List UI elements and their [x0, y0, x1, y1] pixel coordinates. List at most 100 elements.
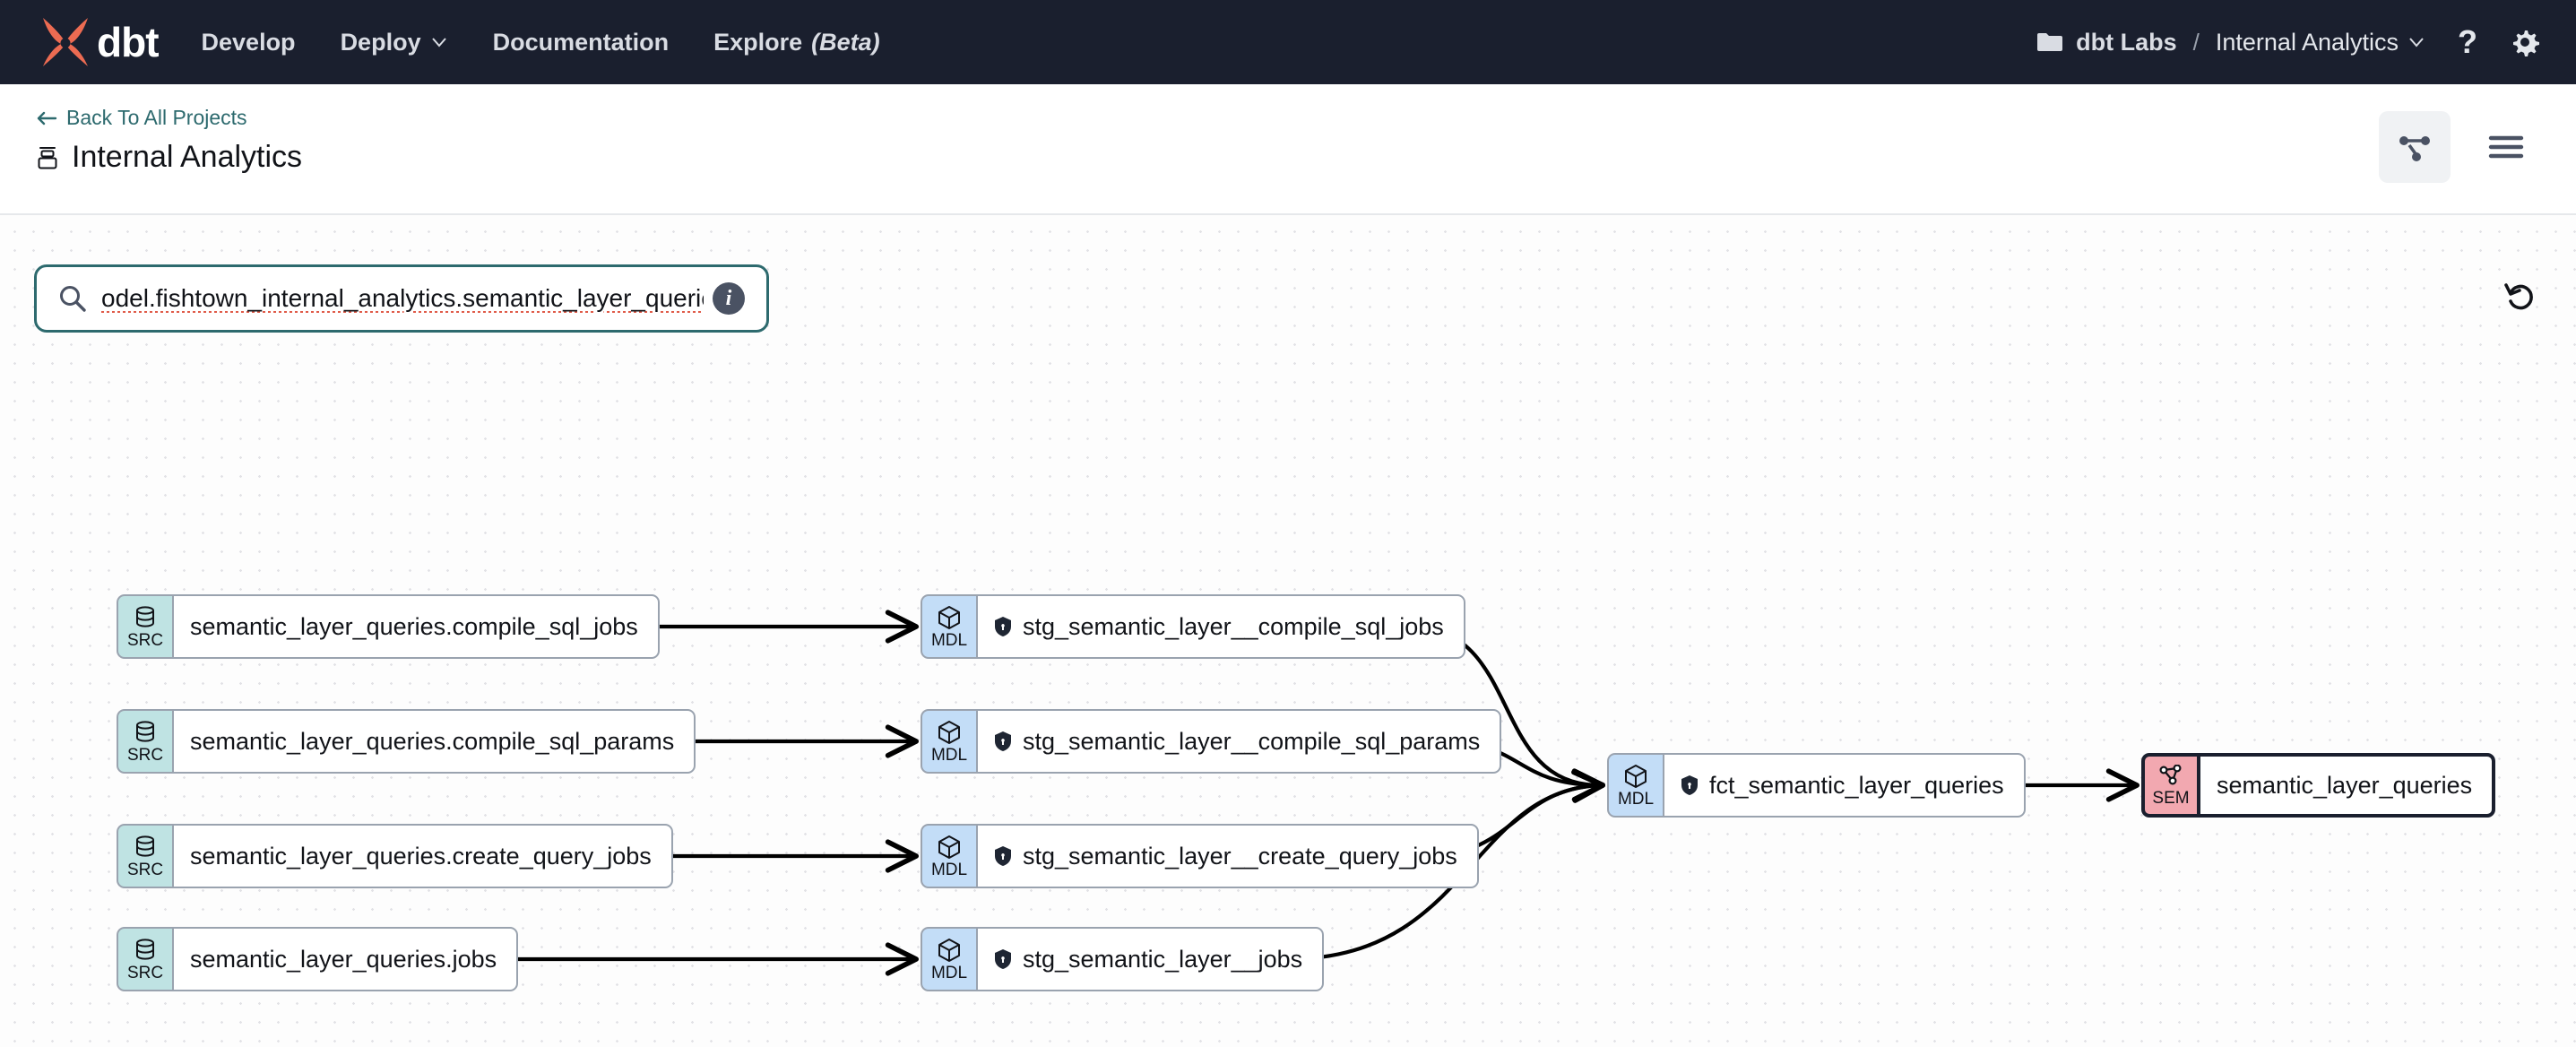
node-type-badge-src: SRC	[117, 824, 172, 888]
node-label: semantic_layer_queries	[2217, 771, 2473, 799]
beta-badge: (Beta)	[811, 28, 880, 56]
nav-item-develop[interactable]: Develop	[202, 29, 296, 56]
cube-icon	[938, 938, 960, 962]
brand-text: dbt	[97, 19, 160, 65]
top-navigation-bar: dbt Develop Deploy Documentation Explore…	[0, 0, 2576, 84]
breadcrumb-separator: /	[2192, 28, 2200, 56]
node-label: semantic_layer_queries.create_query_jobs	[190, 842, 652, 870]
badge-label: MDL	[930, 630, 968, 650]
database-icon	[136, 938, 154, 960]
nav-item-explore[interactable]: Explore (Beta)	[713, 29, 880, 56]
project-name: Internal Analytics	[2215, 28, 2399, 56]
lineage-node-sem-semantic-layer-queries[interactable]: SEM semantic_layer_queries	[2141, 753, 2496, 818]
folder-icon	[2037, 33, 2063, 51]
shield-icon	[1681, 775, 1698, 795]
semantic-graph-icon	[2159, 764, 2182, 785]
database-icon	[136, 605, 154, 627]
cube-icon	[1625, 764, 1647, 788]
lineage-node-mdl-stg-compile-sql-params[interactable]: MDL stg_semantic_layer__compile_sql_para…	[921, 709, 1502, 774]
page-header: Back To All Projects Internal Analytics	[0, 84, 2576, 215]
node-body: semantic_layer_queries.jobs	[172, 927, 519, 991]
reset-view-button[interactable]	[2488, 265, 2551, 328]
lineage-node-mdl-fct-semantic-layer-queries[interactable]: MDL fct_semantic_layer_queries	[1607, 753, 2026, 818]
node-type-badge-sem: SEM	[2141, 753, 2197, 818]
search-input[interactable]: odel.fishtown_internal_analytics.semanti…	[101, 284, 704, 312]
node-body: stg_semantic_layer__create_query_jobs	[976, 824, 1479, 888]
node-body: stg_semantic_layer__compile_sql_jobs	[976, 594, 1465, 659]
chevron-down-icon	[431, 38, 446, 48]
node-label: stg_semantic_layer__jobs	[1023, 945, 1303, 973]
nav-label: Develop	[201, 28, 296, 56]
lineage-node-mdl-stg-compile-sql-jobs[interactable]: MDL stg_semantic_layer__compile_sql_jobs	[921, 594, 1465, 659]
nav-item-documentation[interactable]: Documentation	[493, 29, 670, 56]
node-type-badge-mdl: MDL	[921, 709, 976, 774]
node-search-box[interactable]: odel.fishtown_internal_analytics.semanti…	[34, 264, 769, 333]
lineage-node-src-compile-sql-params[interactable]: SRC semantic_layer_queries.compile_sql_p…	[117, 709, 696, 774]
badge-label: SEM	[2152, 788, 2190, 808]
node-type-badge-src: SRC	[117, 594, 172, 659]
page-title-row: Internal Analytics	[36, 140, 302, 175]
badge-label: SRC	[126, 860, 164, 879]
node-body: stg_semantic_layer__jobs	[976, 927, 1325, 991]
lineage-node-mdl-stg-jobs[interactable]: MDL stg_semantic_layer__jobs	[921, 927, 1325, 991]
info-icon[interactable]: i	[713, 282, 745, 315]
project-selector[interactable]: Internal Analytics	[2216, 29, 2425, 56]
database-icon	[136, 720, 154, 742]
gear-icon[interactable]	[2510, 27, 2540, 57]
nav-right-cluster: dbt Labs / Internal Analytics ?	[2036, 23, 2540, 61]
node-label: semantic_layer_queries.jobs	[190, 945, 497, 973]
cube-icon	[938, 605, 960, 629]
node-type-badge-mdl: MDL	[1607, 753, 1663, 818]
cube-icon	[938, 720, 960, 744]
node-body: semantic_layer_queries.compile_sql_param…	[172, 709, 696, 774]
project-icon	[38, 146, 57, 169]
back-to-all-projects-link[interactable]: Back To All Projects	[36, 106, 247, 130]
chevron-down-icon	[2409, 38, 2424, 48]
search-icon	[60, 286, 86, 312]
database-icon	[136, 835, 154, 857]
node-body: semantic_layer_queries.compile_sql_jobs	[172, 594, 660, 659]
node-body: stg_semantic_layer__compile_sql_params	[976, 709, 1502, 774]
primary-nav: Develop Deploy Documentation Explore (Be…	[202, 29, 880, 56]
arrow-left-icon	[37, 111, 57, 125]
lineage-node-src-compile-sql-jobs[interactable]: SRC semantic_layer_queries.compile_sql_j…	[117, 594, 660, 659]
badge-label: MDL	[930, 860, 968, 879]
shield-icon	[995, 846, 1011, 866]
dbt-x-logo-icon	[43, 18, 88, 66]
badge-label: SRC	[126, 745, 164, 765]
node-label: stg_semantic_layer__compile_sql_params	[1023, 727, 1481, 755]
lineage-graph-button[interactable]	[2379, 111, 2451, 183]
lineage-graph-icon	[2399, 136, 2430, 161]
nav-label: Explore	[713, 28, 803, 56]
nav-item-deploy[interactable]: Deploy	[341, 29, 448, 56]
back-link-label: Back To All Projects	[66, 106, 247, 129]
dbt-logo[interactable]: dbt	[38, 15, 160, 69]
nav-label: Deploy	[340, 28, 421, 56]
menu-button[interactable]	[2470, 111, 2542, 183]
lineage-node-src-create-query-jobs[interactable]: SRC semantic_layer_queries.create_query_…	[117, 824, 673, 888]
badge-label: MDL	[930, 745, 968, 765]
help-button[interactable]: ?	[2458, 23, 2477, 60]
lineage-canvas[interactable]: odel.fishtown_internal_analytics.semanti…	[0, 215, 2576, 1047]
lineage-node-mdl-stg-create-query-jobs[interactable]: MDL stg_semantic_layer__create_query_job…	[921, 824, 1479, 888]
badge-label: SRC	[126, 630, 164, 650]
badge-label: MDL	[1617, 789, 1655, 809]
node-body: semantic_layer_queries.create_query_jobs	[172, 824, 673, 888]
node-body: semantic_layer_queries	[2197, 753, 2496, 818]
org-breadcrumb[interactable]: dbt Labs / Internal Analytics	[2036, 29, 2425, 56]
lineage-node-src-jobs[interactable]: SRC semantic_layer_queries.jobs	[117, 927, 519, 991]
node-label: semantic_layer_queries.compile_sql_param…	[190, 727, 675, 755]
badge-label: MDL	[930, 963, 968, 982]
node-type-badge-src: SRC	[117, 709, 172, 774]
node-label: fct_semantic_layer_queries	[1709, 771, 2004, 799]
hamburger-icon	[2488, 135, 2524, 159]
org-name: dbt Labs	[2076, 28, 2177, 56]
node-label: stg_semantic_layer__create_query_jobs	[1023, 842, 1457, 870]
badge-label: SRC	[126, 963, 164, 982]
node-label: stg_semantic_layer__compile_sql_jobs	[1023, 612, 1444, 640]
node-type-badge-src: SRC	[117, 927, 172, 991]
page-title: Internal Analytics	[72, 140, 303, 174]
header-tool-group	[2379, 111, 2542, 183]
node-label: semantic_layer_queries.compile_sql_jobs	[190, 612, 638, 640]
reset-view-icon	[2504, 283, 2533, 310]
